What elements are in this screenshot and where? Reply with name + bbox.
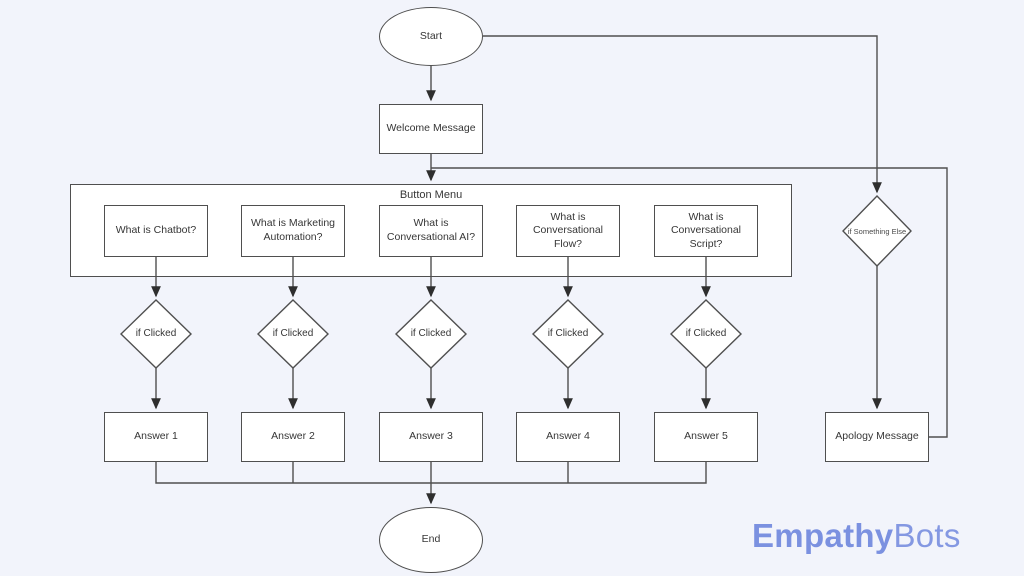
if-clicked-3-label: if Clicked xyxy=(410,328,452,339)
logo-text-light: Bots xyxy=(893,517,961,554)
edge-start-if-something-else xyxy=(483,35,882,194)
button-menu-label: Button Menu xyxy=(399,189,463,201)
welcome-message-label: Welcome Message xyxy=(386,122,476,135)
button-what-is-conversational-ai: What is Conversational AI? xyxy=(379,205,483,257)
if-clicked-2-label: if Clicked xyxy=(272,328,314,339)
button-what-is-marketing-automation: What is Marketing Automation? xyxy=(241,205,345,257)
empathybots-logo: EmpathyBots xyxy=(752,514,961,558)
welcome-message-node: Welcome Message xyxy=(379,104,483,154)
answer-2-node: Answer 2 xyxy=(241,412,345,462)
if-clicked-4-label: if Clicked xyxy=(547,328,589,339)
answer-4-node: Answer 4 xyxy=(516,412,620,462)
answer-3-node: Answer 3 xyxy=(379,412,483,462)
logo-text-bold: Empathy xyxy=(752,517,894,554)
end-label: End xyxy=(421,533,441,546)
if-clicked-1-label: if Clicked xyxy=(135,328,177,339)
button-what-is-conversational-flow: What is Conversational Flow? xyxy=(516,205,620,257)
apology-message-node: Apology Message xyxy=(825,412,929,462)
start-node: Start xyxy=(379,7,483,66)
if-clicked-5-label: if Clicked xyxy=(685,328,727,339)
if-something-else-label: if Something Else xyxy=(847,226,907,236)
button-what-is-chatbot: What is Chatbot? xyxy=(104,205,208,257)
edge-answers-bus xyxy=(155,462,707,484)
start-label: Start xyxy=(419,29,443,42)
answer-5-node: Answer 5 xyxy=(654,412,758,462)
button-what-is-conversational-script: What is Conversational Script? xyxy=(654,205,758,257)
end-node: End xyxy=(379,507,483,573)
answer-1-node: Answer 1 xyxy=(104,412,208,462)
